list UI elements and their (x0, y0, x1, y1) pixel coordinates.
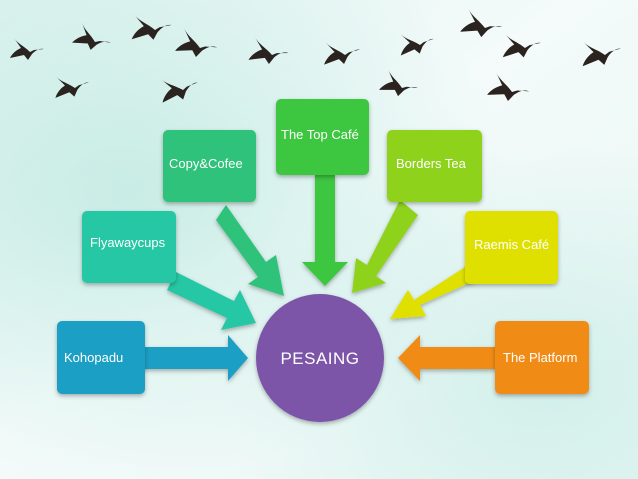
node-label-flyawaycups: Flyawaycups (90, 235, 166, 250)
arrow-kohopadu (140, 335, 248, 381)
node-borders-tea: Borders Tea (387, 130, 482, 202)
node-label-kohopadu: Kohopadu (64, 350, 123, 365)
node-label-the-platform: The Platform (503, 350, 577, 365)
node-copy-cofee: Copy&Cofee (163, 130, 256, 202)
node-label-borders-tea: Borders Tea (396, 156, 467, 171)
nodes: Kohopadu Flyawaycups Copy&Cofee The Top … (57, 99, 589, 394)
node-raemis-cafe: Raemis Café (465, 211, 558, 284)
arrow-the-top-cafe (302, 174, 348, 286)
node-label-the-top-cafe: The Top Café (281, 127, 359, 142)
node-kohopadu: Kohopadu (57, 321, 145, 394)
node-box (465, 211, 558, 284)
center-label: PESAING (280, 349, 359, 368)
node-the-platform: The Platform (495, 321, 589, 394)
node-box (387, 130, 482, 202)
arrow-borders-tea (352, 200, 418, 293)
arrows (140, 174, 498, 381)
node-label-raemis-cafe: Raemis Café (474, 237, 549, 252)
arrow-flyawaycups (167, 272, 256, 330)
node-box (82, 211, 176, 283)
node-label-copy-cofee: Copy&Cofee (169, 156, 243, 171)
node-flyawaycups: Flyawaycups (82, 211, 176, 283)
node-box (495, 321, 589, 394)
node-the-top-cafe: The Top Café (276, 99, 369, 175)
arrow-copy-cofee (216, 205, 284, 296)
arrow-raemis-cafe (390, 260, 485, 319)
node-box (57, 321, 145, 394)
arrow-the-platform (398, 335, 498, 381)
center-node: PESAING (256, 294, 384, 422)
center-circle (256, 294, 384, 422)
node-box (276, 99, 369, 175)
node-box (163, 130, 256, 202)
